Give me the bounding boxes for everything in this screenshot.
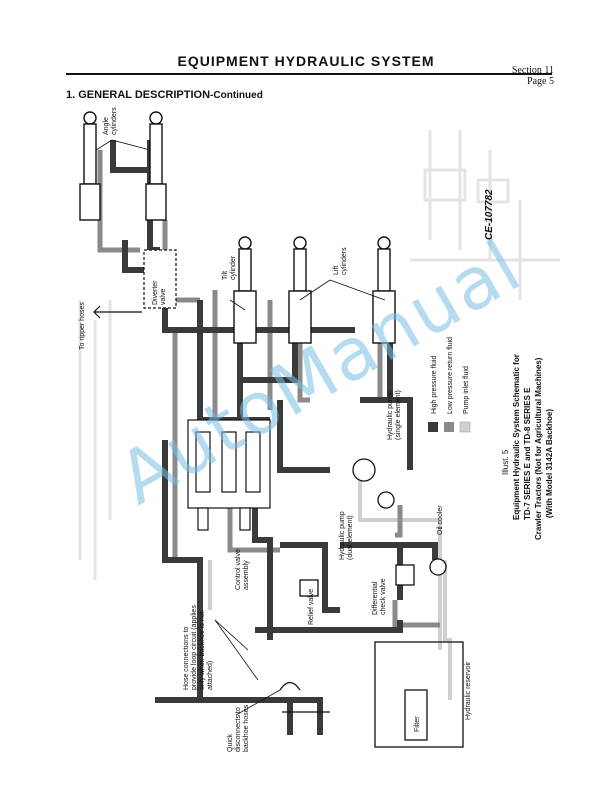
page-title: EQUIPMENT HYDRAULIC SYSTEM xyxy=(177,53,435,69)
label-angle-cylinders: Anglecylinders xyxy=(103,107,118,135)
caption-line2: TD-7 SERIES E and TD-8 SERIES E xyxy=(523,387,532,520)
pumps-valves xyxy=(299,458,464,748)
label-oil-cooler: Oil cooler xyxy=(437,505,444,535)
leader-lines xyxy=(95,139,386,716)
control-valve-assembly xyxy=(187,419,271,531)
tilt-lift-cylinders xyxy=(233,236,396,344)
figure-caption: Illust. 5 Equipment Hydraulic System Sch… xyxy=(501,354,554,540)
label-control-valve-assembly: Control valveassembly xyxy=(235,549,250,590)
label-drawing-code: CE-107782 xyxy=(484,189,495,240)
caption-illust: Illust. 5 xyxy=(501,449,510,475)
legend-swatch-return xyxy=(444,422,454,432)
header-rule xyxy=(66,73,552,75)
label-diverter-valve: Divertervalve xyxy=(152,280,167,305)
legend-swatch-high xyxy=(428,422,438,432)
subheading-main: 1. GENERAL DESCRIPTION xyxy=(66,89,211,101)
label-quick-disconnects: Quickdisconnects tobackhoe hoses xyxy=(227,704,250,752)
label-lift-cylinders: Liftcylinders xyxy=(333,247,348,275)
label-relief-valve: Relief valve xyxy=(308,589,315,625)
section-subheading: 1. GENERAL DESCRIPTION-Continued xyxy=(66,89,263,101)
label-tilt-cylinder: Tiltcylinder xyxy=(222,255,237,280)
page-number: Page 5 xyxy=(527,76,554,87)
angle-cylinders xyxy=(79,111,167,221)
label-hose-connections: Hose connections toprovide loop circuit … xyxy=(183,605,214,690)
hose-loop-hooks xyxy=(279,681,330,713)
background-bleed xyxy=(78,130,560,580)
caption-line4: (With Model 3142A Backhoe) xyxy=(545,409,554,518)
caption-line1: Equipment Hydraulic System Schematic for xyxy=(512,354,521,520)
legend-label-inlet: Pump inlet fluid xyxy=(463,366,470,414)
subheading-continued: -Continued xyxy=(210,90,263,101)
section-page-info: Section 11 Page 5 xyxy=(512,65,554,87)
diagram-labels: Anglecylinders Divertervalve To ripper h… xyxy=(79,107,495,752)
legend-swatch-inlet xyxy=(459,421,471,433)
label-filter: Filter xyxy=(414,716,421,732)
label-hydraulic-pump-dual: Hydraulic pump(dual element) xyxy=(339,511,354,560)
diverter-valve xyxy=(93,249,177,319)
legend: High pressure fluid Low pressure return … xyxy=(428,337,471,433)
label-hydraulic-reservoir: Hydraulic reservoir xyxy=(465,661,472,720)
section-number: Section 11 xyxy=(511,65,554,76)
legend-label-return: Low pressure return fluid xyxy=(447,337,454,414)
legend-label-high: High pressure fluid xyxy=(431,356,438,414)
label-hydraulic-pump-single: Hydraulic pump(single element) xyxy=(387,390,402,440)
label-differential-check-valve: Differentialcheck valve xyxy=(372,578,387,615)
caption-line3: Crawler Tractors (Not for Agricultural M… xyxy=(534,357,543,540)
label-to-ripper-hoses: To ripper hoses xyxy=(79,302,86,350)
